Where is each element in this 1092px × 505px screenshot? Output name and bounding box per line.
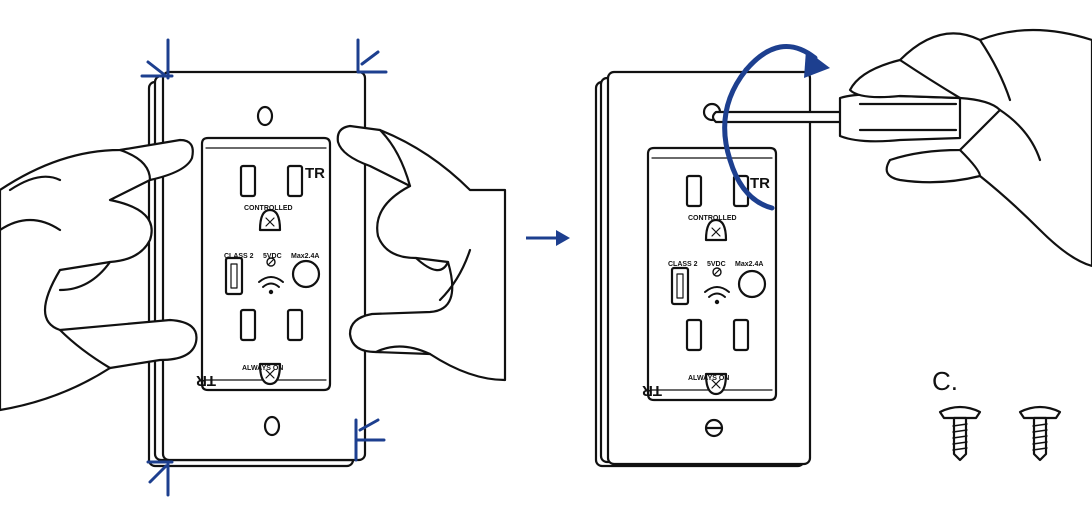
controlled-label: CONTROLLED [244, 205, 293, 212]
voltage-label: 5VDC [263, 253, 282, 260]
class2-label: CLASS 2 [668, 261, 698, 268]
step-arrow-icon [526, 230, 570, 246]
left-hand-illustration [0, 138, 198, 412]
screwdriver [711, 93, 962, 143]
screw-icon [1018, 405, 1062, 462]
always-on-label: ALWAYS ON [688, 375, 729, 382]
tr-bottom-label: TR [196, 372, 216, 389]
rating-label: Max2.4A [291, 253, 319, 260]
rating-label: Max2.4A [735, 261, 763, 268]
controlled-label: CONTROLLED [688, 215, 737, 222]
tr-top-label: TR [305, 165, 325, 182]
tr-bottom-label: TR [642, 382, 662, 399]
right-hand-illustration [336, 124, 507, 382]
voltage-label: 5VDC [707, 261, 726, 268]
always-on-label: ALWAYS ON [242, 365, 283, 372]
tr-top-label: TR [750, 175, 770, 192]
rotate-arrow-icon [722, 43, 830, 211]
screw-icon [938, 405, 982, 462]
class2-label: CLASS 2 [224, 253, 254, 260]
press-corner-marks [140, 38, 388, 497]
screws-label: C. [932, 366, 958, 396]
screwdriver-hand-illustration [848, 28, 1092, 268]
